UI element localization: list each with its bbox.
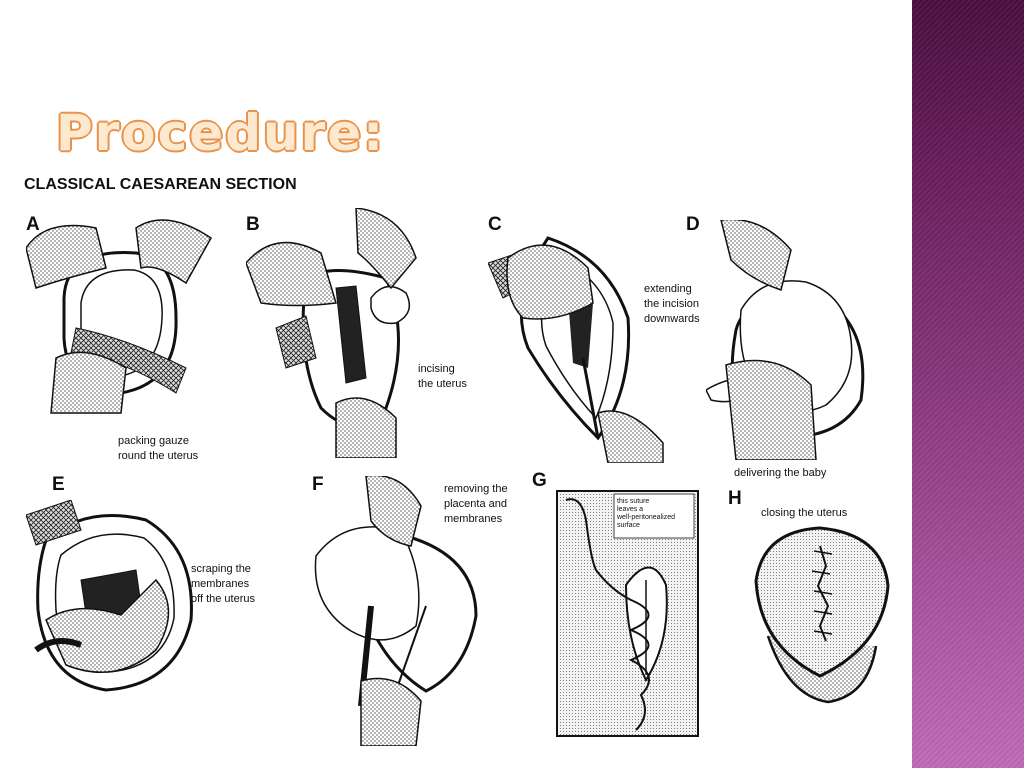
panel-g-letter: G (532, 470, 547, 491)
panel-a-letter: A (26, 214, 40, 235)
procedure-figure: CLASSICAL CAESAREAN SECTION A packing ga… (20, 170, 900, 760)
panel-a-caption: packing gauze round the uterus (118, 435, 199, 462)
panel-h-letter: H (728, 488, 742, 509)
panel-f-illustration (306, 476, 481, 746)
panel-g-illustration (556, 490, 699, 737)
panel-c-caption: extending the incision downwards (644, 283, 700, 325)
panel-d-illustration (706, 220, 876, 460)
panel-b-illustration (246, 208, 426, 458)
panel-f-caption: removing the placenta and membranes (444, 483, 508, 525)
panel-a-illustration (26, 208, 226, 418)
panel-e-letter: E (52, 474, 65, 495)
decorative-side-band (912, 0, 1024, 768)
slide-title: Procedure: (56, 104, 386, 162)
panel-d-caption: delivering the baby (734, 467, 827, 479)
panel-d-letter: D (686, 214, 700, 235)
panel-e-caption: scraping the membranes off the uterus (191, 563, 256, 605)
panel-h-caption: closing the uterus (761, 507, 848, 519)
panel-c-letter: C (488, 214, 502, 235)
figure-heading: CLASSICAL CAESAREAN SECTION (24, 176, 297, 193)
panel-e-illustration (26, 500, 201, 695)
panel-b-letter: B (246, 214, 260, 235)
panel-c-illustration (488, 228, 668, 463)
panel-b-caption: incising the uterus (418, 363, 467, 390)
panel-h-illustration (748, 526, 893, 706)
panel-f-letter: F (312, 474, 324, 495)
panel-g-caption: this suture leaves a well-peritonealized… (617, 498, 675, 529)
